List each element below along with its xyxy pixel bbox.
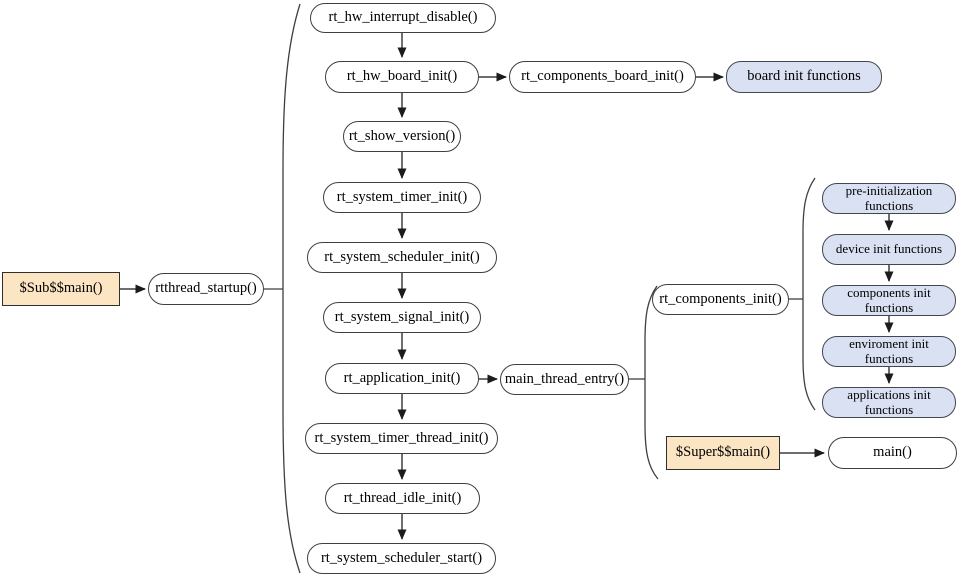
- node-main-thread-entry: main_thread_entry(): [500, 364, 629, 395]
- brace-components-group: [802, 177, 816, 411]
- node-applications-init-functions: applications init functions: [822, 387, 956, 418]
- brace-startup-group: [282, 3, 301, 574]
- node-device-init-functions: device init functions: [822, 234, 956, 265]
- node-rt-system-timer-thread-init: rt_system_timer_thread_init(): [305, 423, 498, 454]
- node-rt-components-init: rt_components_init(): [652, 284, 789, 315]
- node-rt-system-signal-init: rt_system_signal_init(): [323, 302, 481, 333]
- node-pre-initialization-functions: pre-initialization functions: [822, 183, 956, 214]
- node-board-init-functions: board init functions: [726, 61, 882, 93]
- node-rt-components-board-init: rt_components_board_init(): [509, 61, 696, 93]
- brace-mainthread-group: [644, 285, 659, 480]
- node-main: main(): [828, 437, 957, 469]
- node-rt-system-scheduler-start: rt_system_scheduler_start(): [307, 543, 496, 574]
- node-sub-main: $Sub$$main(): [2, 272, 120, 306]
- node-rt-show-version: rt_show_version(): [343, 121, 461, 152]
- node-enviroment-init-functions: enviroment init functions: [822, 336, 956, 367]
- node-rt-application-init: rt_application_init(): [325, 363, 479, 394]
- node-rtthread-startup: rtthread_startup(): [148, 273, 264, 305]
- node-rt-system-timer-init: rt_system_timer_init(): [323, 182, 481, 213]
- node-super-main: $Super$$main(): [666, 436, 780, 470]
- node-components-init-functions: components init functions: [822, 285, 956, 316]
- node-rt-hw-interrupt-disable: rt_hw_interrupt_disable(): [310, 3, 496, 33]
- node-rt-thread-idle-init: rt_thread_idle_init(): [325, 483, 480, 514]
- node-rt-hw-board-init: rt_hw_board_init(): [325, 61, 479, 93]
- node-rt-system-scheduler-init: rt_system_scheduler_init(): [307, 242, 497, 273]
